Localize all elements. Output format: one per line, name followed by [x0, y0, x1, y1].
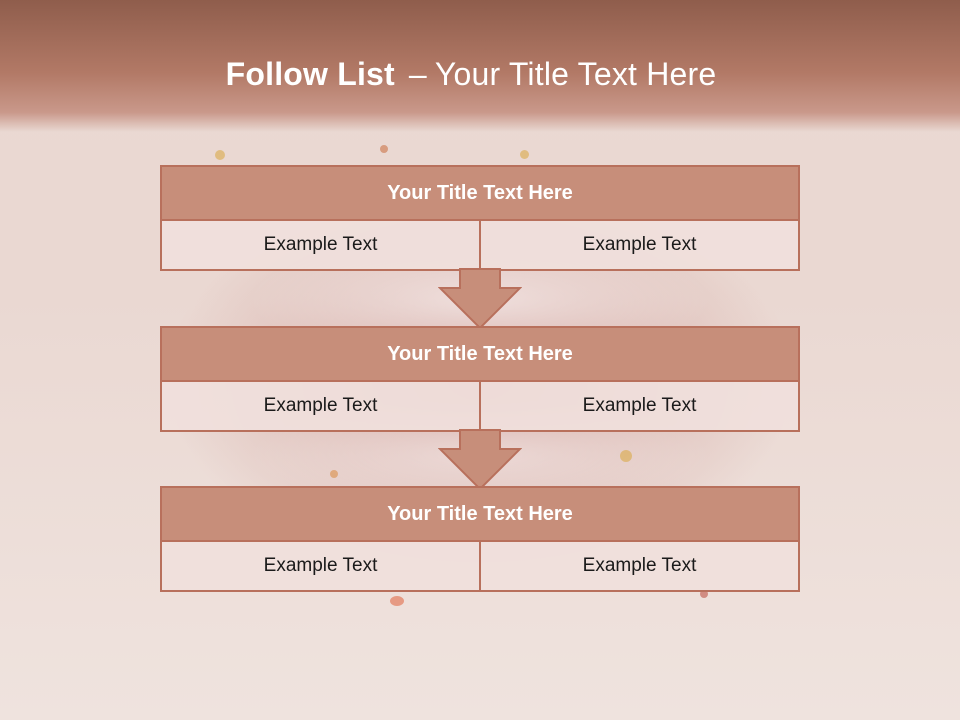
block-title: Your Title Text Here [160, 165, 800, 221]
list-block-3: Your Title Text Here Example Text Exampl… [160, 486, 800, 592]
block-row: Example Text Example Text [160, 542, 800, 592]
block-cell-left: Example Text [160, 221, 481, 271]
down-arrow-icon [438, 268, 522, 330]
sparkle [380, 145, 388, 153]
sparkle [390, 596, 404, 606]
page-title-bold: Follow List [225, 56, 395, 92]
block-cell-left: Example Text [160, 542, 481, 592]
block-row: Example Text Example Text [160, 382, 800, 432]
block-cell-right: Example Text [481, 221, 800, 271]
block-title: Your Title Text Here [160, 326, 800, 382]
page-title-separator: – [408, 56, 427, 92]
sparkle [700, 590, 708, 598]
block-cell-left: Example Text [160, 382, 481, 432]
sparkle [520, 150, 529, 159]
list-block-1: Your Title Text Here Example Text Exampl… [160, 165, 800, 271]
block-cell-right: Example Text [481, 542, 800, 592]
sparkle [620, 450, 632, 462]
page-title-rest: Your Title Text Here [434, 56, 717, 92]
block-title: Your Title Text Here [160, 486, 800, 542]
list-block-2: Your Title Text Here Example Text Exampl… [160, 326, 800, 432]
header-band [0, 0, 960, 132]
sparkle [330, 470, 338, 478]
block-row: Example Text Example Text [160, 221, 800, 271]
sparkle [215, 150, 225, 160]
block-cell-right: Example Text [481, 382, 800, 432]
page-title: Follow List–Your Title Text Here [0, 56, 942, 93]
down-arrow-icon [438, 429, 522, 491]
